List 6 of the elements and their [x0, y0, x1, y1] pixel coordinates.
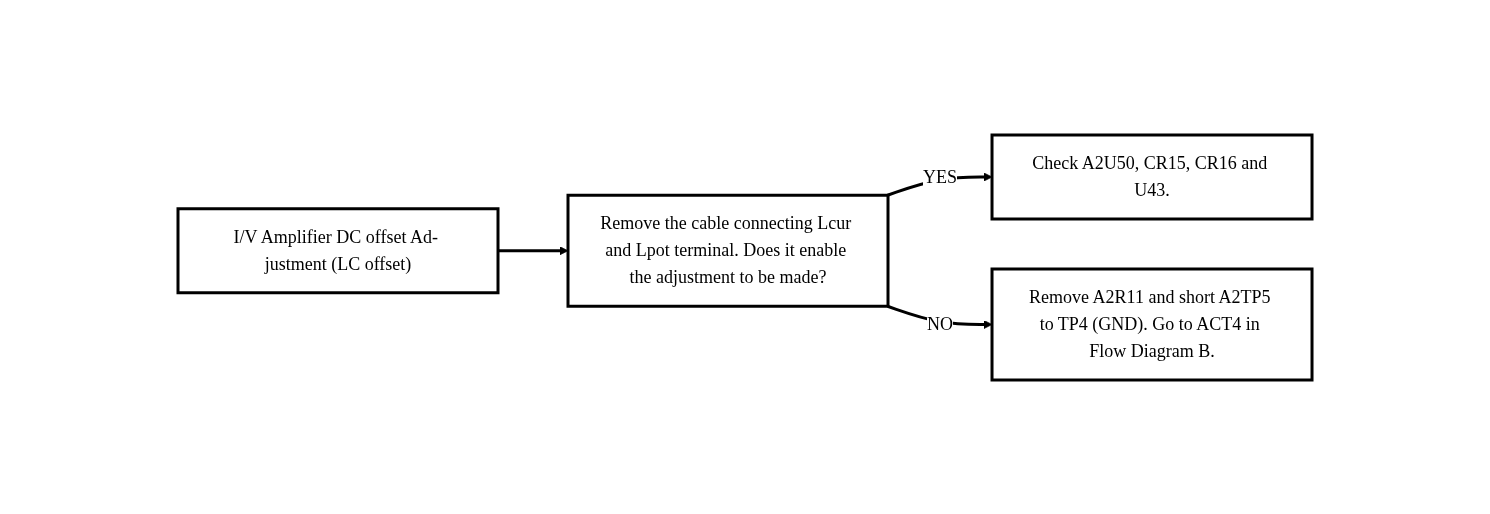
edge-label: NO — [926, 313, 953, 334]
node-box: Remove the cable connecting Lcur and Lpot terminal. Does it enable the adjustment to be made? — [566, 193, 890, 308]
node-box: Remove A2R11 and short A2TP5 to TP4 (GND). Go to ACT4 in Flow Diagram B. — [990, 267, 1314, 381]
node-box: I/V Amplifier DC offset Ad- justment (LC offset) — [176, 206, 500, 294]
node-box: Check A2U50, CR15, CR16 and U43. — [990, 133, 1314, 220]
edge-label: YES — [922, 166, 957, 186]
